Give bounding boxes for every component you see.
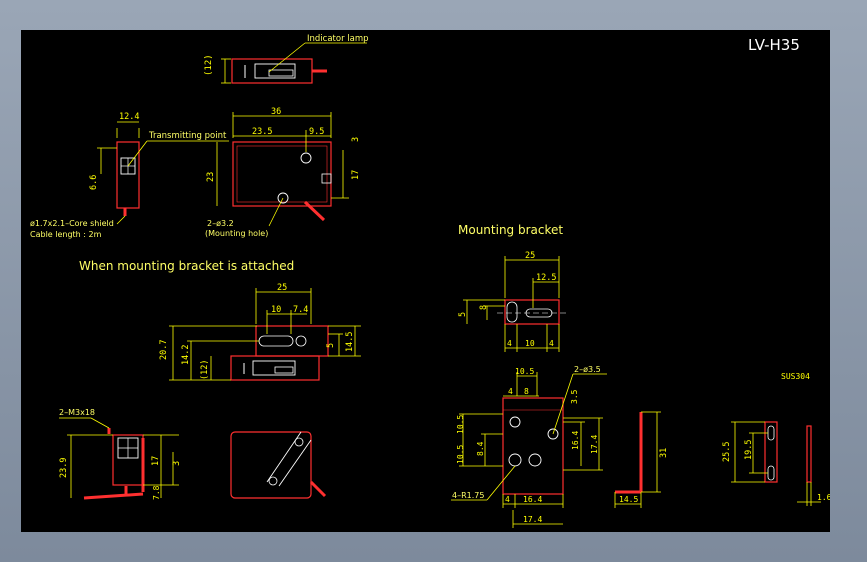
bracket-h2-dim: 5 xyxy=(458,312,468,317)
bracket-top-view: 25 12.5 8 5 4 10 4 xyxy=(458,251,567,352)
mounting-hole-count-label: 2–ø3.2 xyxy=(207,219,234,228)
top-view-height-dim: (12) xyxy=(204,54,214,76)
plate-l3-dim: 8.4 xyxy=(476,441,485,456)
plate-w2-dim: 8 xyxy=(524,387,529,396)
attached-r2-dim: 14.5 xyxy=(345,332,355,352)
bracket-face-h2-dim: 19.5 xyxy=(744,440,754,460)
bracket-w2-dim: 12.5 xyxy=(536,273,556,283)
attached-h1-dim: 20.7 xyxy=(159,340,169,360)
attached-side-bottom-dim: 7.8 xyxy=(152,485,161,500)
attached-side-r2-dim: 3 xyxy=(172,461,182,466)
front-height-dim: 23 xyxy=(206,172,216,182)
cad-drawing: LV-H35 (12) Indicator lamp 12.4 6.6 Tran… xyxy=(30,34,830,528)
attached-h3-dim: (12) xyxy=(200,360,210,380)
bracket-b2-dim: 10 xyxy=(525,339,535,348)
front-width-dim: 36 xyxy=(271,107,281,117)
bracket-b3-dim: 4 xyxy=(549,339,554,348)
plate-l1-dim: 10.5 xyxy=(456,415,465,434)
bracket-plate-view: 10.5 4 8 2–ø3.5 3.5 10.5 10.5 8.4 16.4 1… xyxy=(451,365,607,528)
plate-r3-dim: 17.4 xyxy=(590,435,599,454)
plate-l2-dim: 10.5 xyxy=(456,445,465,464)
bracket-b1-dim: 4 xyxy=(507,339,512,348)
bracket-width-dim: 25 xyxy=(525,251,535,261)
side-offset-dim: 6.6 xyxy=(89,175,99,190)
attached-front-view xyxy=(230,431,327,499)
screws-label: 2–M3x18 xyxy=(59,408,95,417)
attached-w1-dim: 10 xyxy=(271,305,281,315)
front-height-right-dim: 17 xyxy=(351,170,361,180)
heading-bracket-attached: When mounting bracket is attached xyxy=(79,259,294,273)
attached-side-view: 2–M3x18 23.9 17 3 7.8 xyxy=(59,408,182,500)
plate-b2-dim: 16.4 xyxy=(523,495,542,504)
bracket-face-h1-dim: 25.5 xyxy=(722,442,732,462)
attached-side-r1-dim: 17 xyxy=(151,456,161,466)
bracket-holes-label: 2–ø3.5 xyxy=(574,365,601,374)
cable-length-label: Cable length : 2m xyxy=(30,230,102,239)
bracket-side-height-dim: 31 xyxy=(659,448,669,458)
bracket-h1-dim: 8 xyxy=(479,305,489,310)
sensor-front-view: 36 23.5 9.5 23 17 3 2–ø3.2 (Mounting hol… xyxy=(205,107,361,238)
plate-top-dim: 10.5 xyxy=(515,367,534,376)
cable-spec-label: ø1.7x2.1–Core shield xyxy=(30,219,114,228)
bracket-side-view: 31 14.5 xyxy=(614,411,669,508)
attached-h2-dim: 14.2 xyxy=(181,345,191,365)
heading-mounting-bracket: Mounting bracket xyxy=(458,223,563,237)
plate-r2-dim: 16.4 xyxy=(571,431,580,450)
plate-w1-dim: 4 xyxy=(508,387,513,396)
transmitting-point-label: Transmitting point xyxy=(148,131,227,141)
cad-canvas: LV-H35 (12) Indicator lamp 12.4 6.6 Tran… xyxy=(21,30,830,532)
material-label: SUS304 xyxy=(781,372,810,381)
front-width-right-dim: 9.5 xyxy=(309,127,324,137)
bracket-side-width-dim: 14.5 xyxy=(619,495,638,504)
bracket-radius-label: 4–R1.75 xyxy=(452,491,484,500)
attached-top-view: 25 10 7.4 20.7 14.2 (12) 5 14.5 xyxy=(159,283,361,381)
sensor-top-view: (12) Indicator lamp xyxy=(204,34,369,84)
plate-b1-dim: 4 xyxy=(505,495,510,504)
side-width-dim: 12.4 xyxy=(119,112,139,122)
sensor-side-view: 12.4 6.6 Transmitting point ø1.7x2.1–Cor… xyxy=(30,112,229,239)
attached-width-dim: 25 xyxy=(277,283,287,293)
attached-w2-dim: 7.4 xyxy=(293,305,308,315)
mounting-hole-label: (Mounting hole) xyxy=(205,229,268,238)
drawing-title: LV-H35 xyxy=(748,36,800,54)
plate-r1-dim: 3.5 xyxy=(570,389,579,404)
indicator-lamp-label: Indicator lamp xyxy=(307,34,369,44)
front-height-top-dim: 3 xyxy=(351,137,361,142)
plate-b3-dim: 17.4 xyxy=(523,515,542,524)
attached-side-height-dim: 23.9 xyxy=(59,458,69,478)
bracket-face-view: 25.5 19.5 1.6 SUS304 xyxy=(722,372,830,506)
front-width-left-dim: 23.5 xyxy=(252,127,272,137)
bracket-thickness-dim: 1.6 xyxy=(817,493,830,502)
attached-r1-dim: 5 xyxy=(326,343,336,348)
